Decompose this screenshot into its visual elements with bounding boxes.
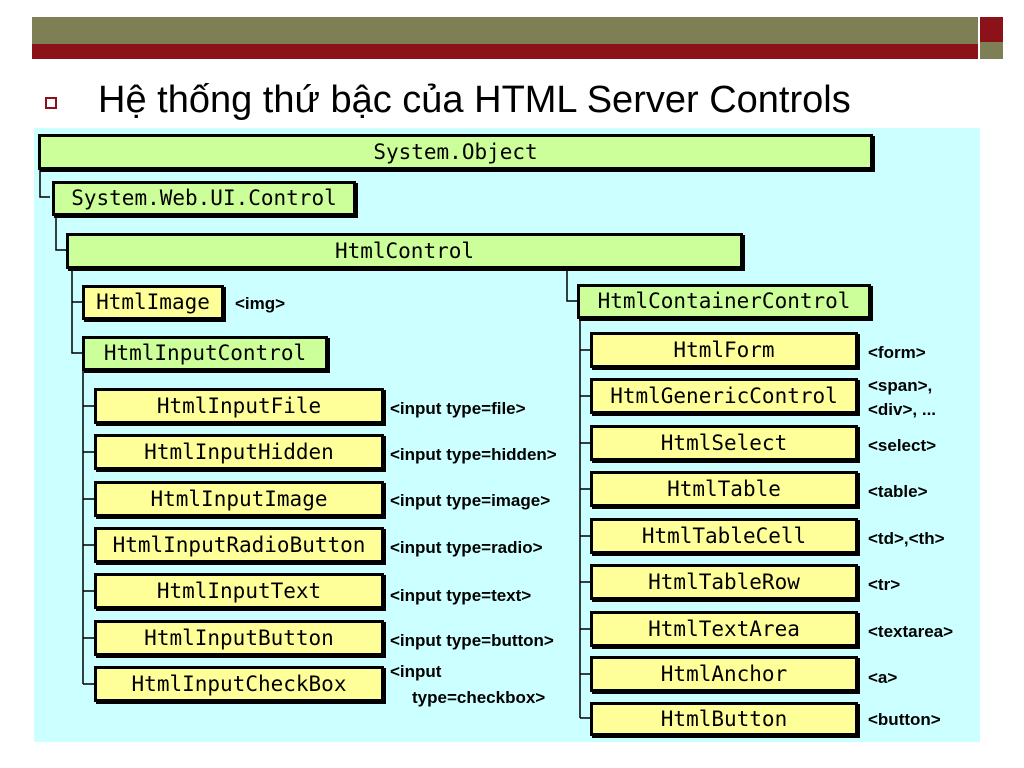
system-web-ui-control-box: System.Web.UI.Control xyxy=(52,181,356,216)
html-table-cell-tag: <td>,<th> xyxy=(868,529,945,548)
html-text-area-tag: <textarea> xyxy=(868,622,954,641)
html-anchor-box: HtmlAnchor xyxy=(590,656,858,692)
html-input-checkbox-tag-line2: type=checkbox> xyxy=(412,688,546,707)
html-table-row-box: HtmlTableRow xyxy=(590,564,858,600)
html-input-hidden-tag: <input type=hidden> xyxy=(390,445,557,464)
html-form-tag: <form> xyxy=(868,343,926,362)
html-image-tag: <img> xyxy=(235,294,286,313)
html-input-button-box: HtmlInputButton xyxy=(94,620,384,656)
html-input-text-tag: <input type=text> xyxy=(390,586,532,605)
html-select-box: HtmlSelect xyxy=(590,425,858,461)
html-input-radio-button-tag: <input type=radio> xyxy=(390,538,543,557)
html-generic-control-tag-line2: <div>, ... xyxy=(868,400,937,419)
html-input-control-box: HtmlInputControl xyxy=(82,336,328,371)
html-anchor-tag: <a> xyxy=(868,668,898,687)
html-table-box: HtmlTable xyxy=(590,471,858,507)
html-container-control-box: HtmlContainerControl xyxy=(577,284,871,319)
title-bar xyxy=(32,17,978,44)
html-table-tag: <table> xyxy=(868,482,928,501)
html-select-tag: <select> xyxy=(868,436,937,455)
connector-lines xyxy=(39,168,590,719)
square-bullet-icon xyxy=(45,97,57,109)
html-input-image-box: HtmlInputImage xyxy=(94,481,384,517)
html-input-text-box: HtmlInputText xyxy=(94,573,384,609)
class-hierarchy-diagram: System.Object System.Web.UI.Control Html… xyxy=(34,128,980,742)
html-control-box: HtmlControl xyxy=(66,233,743,269)
html-button-tag: <button> xyxy=(868,710,941,729)
html-input-image-tag: <input type=image> xyxy=(390,491,551,510)
html-table-cell-box: HtmlTableCell xyxy=(590,518,858,554)
html-input-checkbox-tag-line1: <input xyxy=(390,662,442,681)
html-generic-control-tag-line1: <span>, xyxy=(868,376,933,395)
corner-square-bottom xyxy=(980,42,1003,59)
title-bar-accent-line xyxy=(32,44,978,59)
html-input-checkbox-box: HtmlInputCheckBox xyxy=(94,666,384,702)
html-image-box: HtmlImage xyxy=(82,285,224,320)
html-button-box: HtmlButton xyxy=(590,702,858,736)
html-table-row-tag: <tr> xyxy=(868,575,901,594)
html-input-file-tag: <input type=file> xyxy=(390,399,526,418)
html-input-hidden-box: HtmlInputHidden xyxy=(94,434,384,470)
html-input-file-box: HtmlInputFile xyxy=(94,388,384,424)
html-text-area-box: HtmlTextArea xyxy=(590,611,858,647)
system-object-box: System.Object xyxy=(38,134,873,170)
html-form-box: HtmlForm xyxy=(590,332,858,368)
corner-square-top xyxy=(980,17,1003,42)
html-input-radio-button-box: HtmlInputRadioButton xyxy=(94,527,384,563)
html-generic-control-box: HtmlGenericControl xyxy=(590,378,858,414)
html-input-button-tag: <input type=button> xyxy=(390,631,554,650)
slide-title: Hệ thống thứ bậc của HTML Server Control… xyxy=(98,79,851,121)
